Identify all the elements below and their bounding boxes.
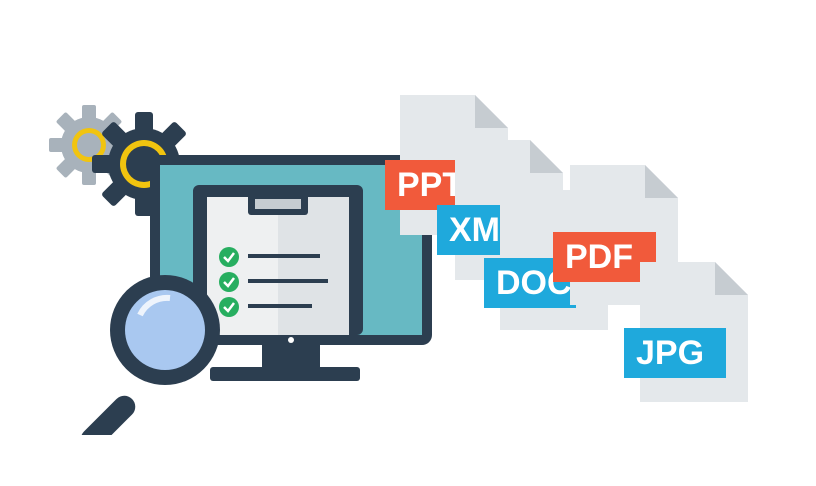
file-type-tag: PPT <box>385 160 455 210</box>
checklist-line <box>248 254 320 258</box>
checklist-line <box>248 279 328 283</box>
checklist-line <box>248 304 312 308</box>
checkmark-icon <box>219 272 239 292</box>
checkmark-icon <box>219 297 239 317</box>
checkmark-icon <box>219 247 239 267</box>
magnifier-icon <box>80 275 220 435</box>
file-type-tag: XML <box>437 205 502 255</box>
file-type-tag: PDF <box>553 232 656 282</box>
clipboard-icon <box>193 185 368 335</box>
file-type-tag: JPG <box>624 328 726 378</box>
